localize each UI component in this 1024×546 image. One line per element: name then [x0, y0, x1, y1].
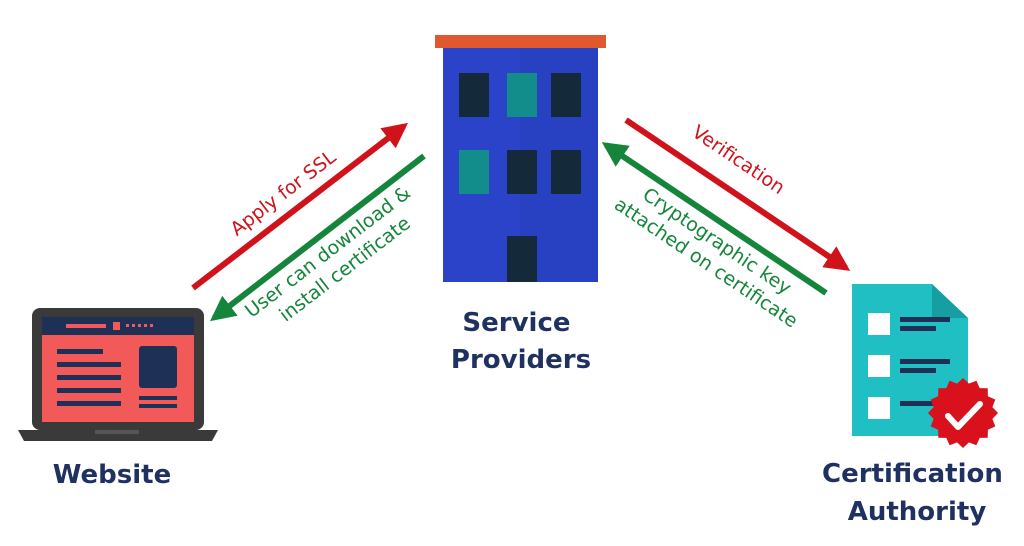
crypto-key-label: Cryptographic key attached on certificat…	[610, 174, 815, 333]
certification-authority-line-2: Authority	[848, 497, 987, 527]
verified-seal-icon	[928, 378, 998, 448]
crypto-key-arrow	[601, 142, 828, 296]
apply-ssl-label: Apply for SSL	[226, 146, 340, 241]
service-provider-line-1: Service	[462, 308, 570, 338]
verification-label: Verification	[688, 121, 789, 199]
website-label: Website	[53, 460, 171, 490]
laptop-icon	[18, 308, 218, 441]
service-provider-label: Service Providers	[451, 308, 591, 375]
download-install-arrow	[210, 153, 426, 322]
apply-ssl-arrow	[191, 122, 408, 291]
certification-authority-label: Certification Authority	[822, 459, 1012, 527]
certification-authority-line-1: Certification	[822, 459, 1003, 489]
service-provider-line-2: Providers	[451, 345, 591, 375]
verification-arrow	[624, 117, 851, 271]
building-icon	[435, 35, 606, 282]
